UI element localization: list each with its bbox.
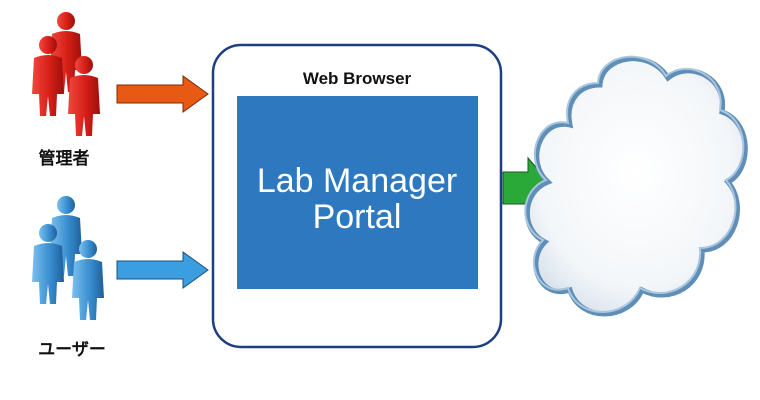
admin-label: 管理者 [39, 148, 90, 169]
admin-group-icon [32, 12, 100, 136]
cloud-icon [524, 55, 748, 317]
browser-title: Web Browser [303, 69, 412, 88]
user-label: ユーザー [38, 340, 106, 360]
admin-arrow-icon [116, 75, 209, 113]
portal-title-line2: Portal [313, 198, 402, 236]
portal-title-line1: Lab Manager [257, 162, 457, 200]
portal-box [237, 96, 478, 289]
user-group-icon [32, 196, 104, 320]
user-arrow-icon [116, 251, 209, 289]
